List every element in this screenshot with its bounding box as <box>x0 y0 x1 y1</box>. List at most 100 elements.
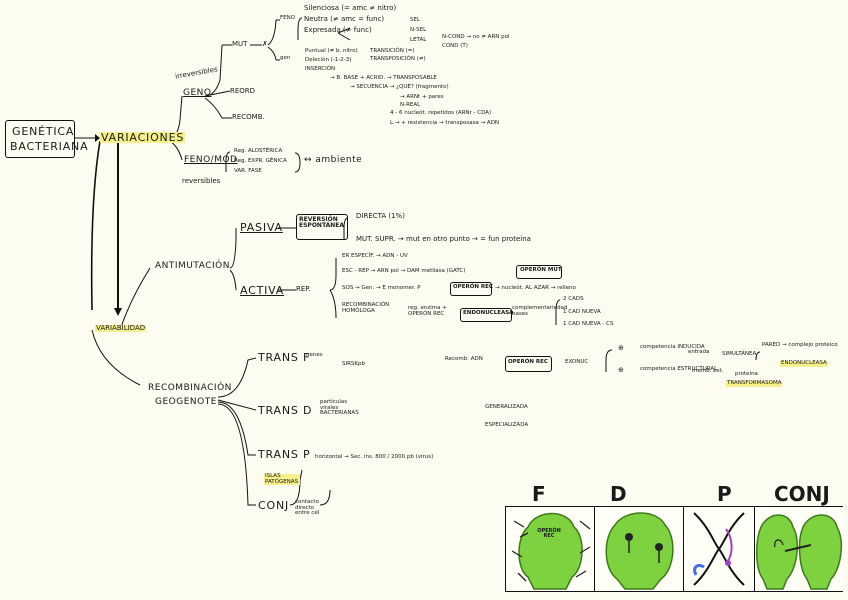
endonucleasa-box <box>460 308 512 322</box>
var-fase-text: VAR. FASE <box>234 168 262 174</box>
recomb-label: RECOMB. <box>232 113 265 121</box>
reg-expr-text: Reg. EXPR. GÉNICA <box>234 158 287 164</box>
geno-label: GENO <box>183 88 212 98</box>
panel-label-d: D <box>610 482 627 506</box>
ncond-text: N-COND → no ≠ ARN pol <box>442 34 510 40</box>
root-title-line1: GENÉTICA <box>12 125 75 138</box>
memb-text: memb. ext. <box>692 368 724 374</box>
root-node <box>5 120 75 158</box>
endonucleasa-text: ENDONUCLEASA <box>463 310 514 316</box>
esc-rep-text: ESC - REP → ARN pol → DAM metilasa (GATC… <box>342 268 466 274</box>
panel-label-p: P <box>717 482 732 506</box>
operon-rec-text-b: OPERÓN REC <box>508 359 548 365</box>
bacteria-conj-illustration <box>756 514 843 590</box>
trans-f-recomb: Recomb. ADN <box>445 356 483 362</box>
sel-text: SEL <box>410 17 421 23</box>
mut-symbol: ✗ <box>262 40 268 48</box>
reord-label: REORD <box>230 87 256 95</box>
panel-operon-text: OPERÓN REC <box>537 528 561 539</box>
trans-p-label: TRANS P <box>258 448 311 461</box>
gen-branch-label: gen <box>280 55 291 61</box>
insercion-detail-c: → ARNt + pares <box>400 94 444 100</box>
variaciones-label: VARIACIONES <box>100 131 186 144</box>
cond-text: COND (T) <box>442 43 468 49</box>
reversibles-label: reversibles <box>182 177 221 185</box>
panel-cell-p <box>684 507 755 591</box>
especializada-text: ESPECIALIZADA <box>485 422 529 428</box>
expresada-text: Expresada (≠ func) <box>304 26 372 34</box>
conj-sub: contacto directo entre cél <box>295 499 320 516</box>
proteina-text: proteína <box>735 371 758 377</box>
trans-f-sub2: SIRSKpb <box>342 361 366 367</box>
panel-label-f: F <box>532 482 546 506</box>
entrada-text: entrada <box>688 349 710 355</box>
reg-alos-text: Reg. ALOSTÉRICA <box>234 148 283 154</box>
isla-text: ISLAS PATÓGENAS <box>264 473 300 485</box>
operon-mut-box <box>516 265 562 279</box>
operon-rec-box-b <box>505 356 552 372</box>
trans-f-sub1: genes <box>306 352 323 358</box>
variabilidad-label: VARIABILIDAD <box>95 324 147 332</box>
puntual-text: Puntual (≠ b. nitro) <box>305 48 358 54</box>
insercion-detail-b: → SECUENCIA → ¿QUÉ? (fragmento) <box>350 84 449 90</box>
er-text: ER ESPECÍF. → ADN - UV <box>342 253 408 259</box>
trans-f-label: TRANS F <box>258 351 311 364</box>
sos-text: SOS → Gen. → E monomer. P <box>342 285 421 291</box>
transicion-text: TRANSICIÓN (=) <box>370 48 415 54</box>
pasiva-label: PASIVA <box>240 221 283 234</box>
operon-rec-text-a: OPERÓN REC <box>453 284 493 290</box>
trans-p-sub: horizontal → Sec. ins. 800 / 2000 pb (vi… <box>315 454 434 460</box>
delecion-text: Deleción (-1-2-3) <box>305 57 352 63</box>
caso2-text: 1 CAD NUEVA <box>563 309 601 315</box>
ambiente-text: ↔ ambiente <box>304 155 363 165</box>
trans-d-label: TRANS D <box>258 404 313 417</box>
root-title-line2: BACTERIANA <box>10 140 89 153</box>
competencia-ind-marker: ⊕ <box>618 344 624 352</box>
rep-label: REP. <box>296 285 311 293</box>
bacteria-illustration-panel: OPERÓN REC <box>505 506 843 592</box>
generalizada-text: GENERALIZADA <box>485 404 528 410</box>
competencia-ind-text: competencia INDUCIDA <box>640 344 705 350</box>
recomb-geno-line1: RECOMBINACIÓN <box>148 383 232 393</box>
panel-cell-d <box>595 507 684 591</box>
competencia-est-marker: ⊕ <box>618 366 624 374</box>
transformasoma-text: TRANSFORMASOMA <box>726 380 783 387</box>
trans-d-sub: partículas virales BACTERIANAS <box>320 399 359 416</box>
recomb-homol-text: RECOMBINACIÓN HOMÓLOGA <box>342 302 390 314</box>
insercion-detail-a: → B. BASE + ACRID. → TRANSPOSABLE <box>330 75 437 81</box>
antimutacion-label: ANTIMUTACIÓN <box>155 261 230 271</box>
caso3-text: 1 CAD NUEVA - CS <box>563 321 614 327</box>
insercion-detail-d: N-REAL <box>400 102 421 108</box>
conj-label: CONJ <box>258 499 290 512</box>
caso1-text: 2 CADS <box>563 296 584 302</box>
panel-label-conj: CONJ <box>774 482 830 506</box>
panel-cell-conj <box>755 507 843 591</box>
insercion-detail-e: 4 - 6 nucleót. repetidos (ARNr - CDA) <box>390 110 492 116</box>
plasmid-p-illustration <box>693 512 745 586</box>
reg-enzima-text: reg. enzima + OPERÓN REC <box>408 305 447 317</box>
endonucleasa-b-text: ENDONUCLEASA <box>780 360 828 367</box>
exonuc-text: EXONUC <box>565 359 589 365</box>
transposicion-text: TRANSPOSICIÓN (≠) <box>370 56 426 62</box>
simultanea-text: SIMULTÁNEA <box>722 351 757 357</box>
operon-rec-box-a <box>450 282 492 296</box>
complement-text: complementariedad bases <box>512 305 568 317</box>
mut-label: MUT <box>232 40 248 48</box>
feno-branch-label: FENO <box>280 15 296 21</box>
recomb-geno-line2: GEOGENOTE <box>155 397 217 407</box>
competencia-est-text: competencia ESTRUCTURAL <box>640 366 718 372</box>
pared-text: PARED → complejo proteico <box>762 342 838 348</box>
panel-cell-f: OPERÓN REC <box>506 507 595 591</box>
feno-mod-label: FENO/MOD <box>184 155 238 165</box>
neutra-text: Neutra (≠ amc = func) <box>304 15 385 23</box>
reversion-text: REVERSIÓN ESPONTÁNEA <box>299 216 344 229</box>
nucleot-text: → nucleót. AL AZAR → relleno <box>495 285 576 291</box>
directa-text: DIRECTA (1%) <box>356 212 405 220</box>
letal-text: LETAL <box>410 37 427 43</box>
insercion-text: INSERCIÓN <box>305 66 336 72</box>
activa-label: ACTIVA <box>240 284 285 297</box>
bacteria-f-illustration <box>511 512 591 590</box>
mut-supr-text: MUT. SUPR. → mut en otro punto → = fun p… <box>356 235 531 243</box>
bacteria-d-illustration <box>605 512 674 590</box>
